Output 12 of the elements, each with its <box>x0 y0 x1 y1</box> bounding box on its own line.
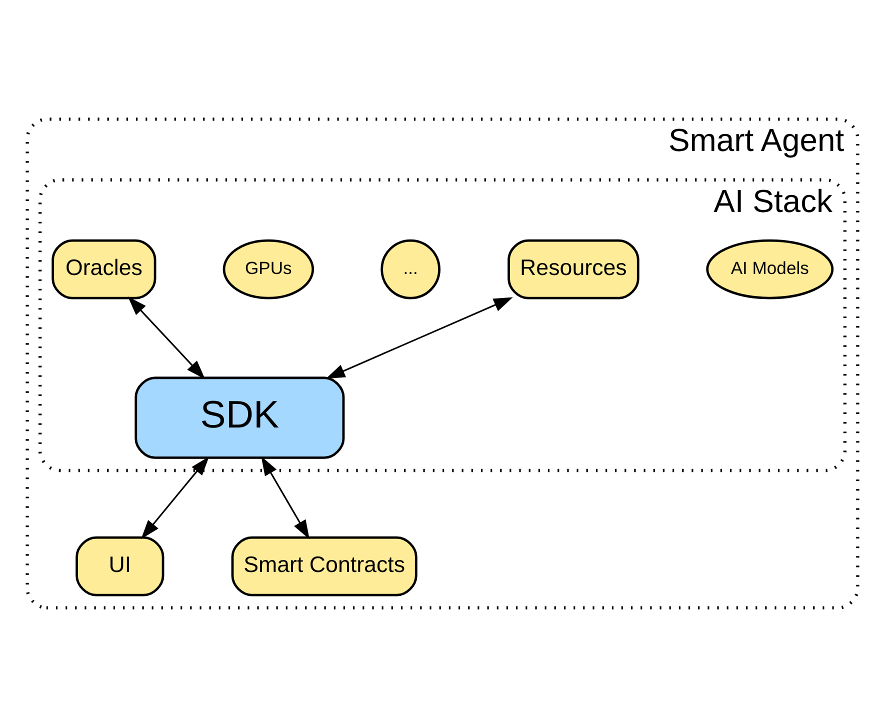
arrow <box>261 456 310 539</box>
node-ellipse: GPUs <box>222 238 314 299</box>
arrow <box>128 296 206 379</box>
node-box: UI <box>76 536 164 596</box>
arrow <box>141 456 210 539</box>
node-box: Oracles <box>52 238 156 299</box>
node-box: Smart Contracts <box>231 536 418 596</box>
node-box: SDK <box>134 376 345 458</box>
node-ellipse: AI Models <box>706 238 834 299</box>
node-circle: ... <box>380 238 440 299</box>
arrow <box>326 296 513 378</box>
node-box: Resources <box>508 238 640 299</box>
